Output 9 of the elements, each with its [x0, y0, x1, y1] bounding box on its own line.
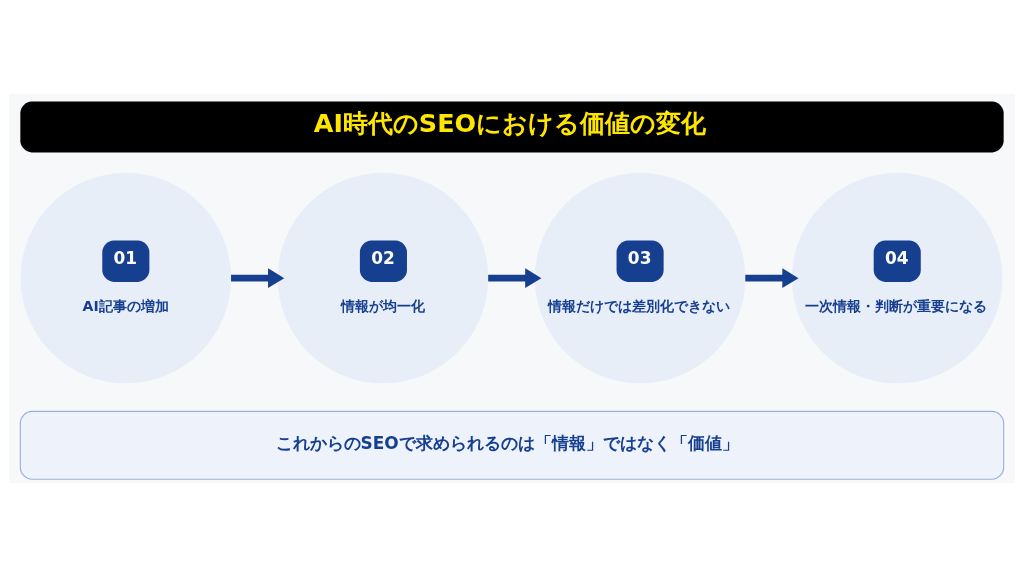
- diagram-title: AI時代のSEOにおける価値の変化: [313, 107, 707, 138]
- node-circle: 04 一次情報・判断が重要になる: [791, 172, 1003, 383]
- node-circle: 01 AI記事の増加: [20, 172, 232, 383]
- node-circle: 03 情報だけでは差別化できない: [534, 172, 746, 383]
- arrow: [488, 267, 542, 288]
- node-circle: 02 情報が均一化: [277, 172, 489, 383]
- node-box: これからのSEOで求められるのは「情報」ではなく「価値」: [19, 410, 1005, 480]
- arrow: [231, 267, 285, 288]
- arrow: [745, 267, 799, 288]
